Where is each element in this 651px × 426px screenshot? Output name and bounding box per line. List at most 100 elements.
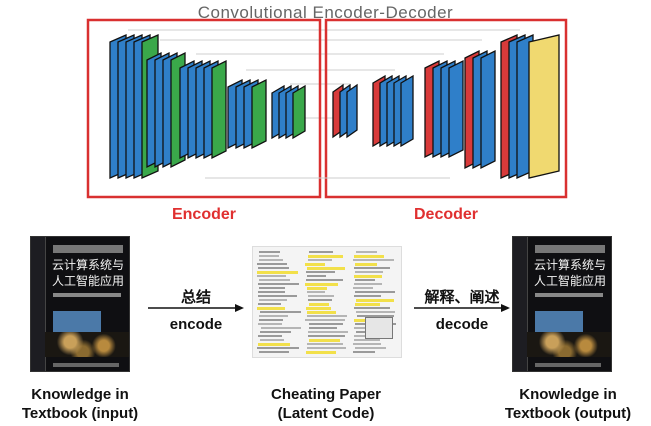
decode-cn-label: 解释、阐述 (424, 289, 500, 306)
paper-line (307, 315, 347, 317)
encode-en-label: encode (169, 316, 223, 333)
paper-line (355, 299, 395, 302)
paper-line (306, 275, 327, 277)
paper-line (306, 291, 325, 293)
network-layers (109, 34, 560, 179)
paper-line (354, 283, 382, 285)
paper-line (305, 307, 332, 310)
paper-line (305, 263, 326, 266)
book-publisher-bar (535, 363, 601, 367)
paper-line (306, 287, 328, 290)
paper-line (305, 271, 336, 273)
encode-arrow (148, 304, 244, 312)
decoder-stage-3-slab-4 (448, 59, 464, 159)
paper-line (353, 255, 385, 258)
paper-line (257, 283, 300, 285)
paper-line (257, 323, 282, 325)
paper-line (308, 331, 349, 333)
paper-line (307, 267, 346, 270)
paper-line (260, 327, 302, 329)
paper-line (355, 291, 395, 293)
latent-caption-line1: Cheating Paper (270, 386, 382, 403)
paper-line (353, 343, 381, 345)
paper-line (306, 351, 336, 354)
paper-line (259, 351, 289, 353)
encoder-label: Encoder (171, 206, 236, 223)
encoder-highlight-box (86, 18, 322, 199)
paper-line (257, 303, 281, 305)
paper-line (259, 251, 280, 253)
decoder-stage-4-slab-3 (480, 49, 496, 170)
paper-line (257, 267, 290, 269)
paper-line (258, 343, 291, 346)
latent-caption-line2: (Latent Code) (277, 405, 375, 422)
input-caption-line1: Knowledge in (31, 386, 129, 403)
book-cover-title: 云计算系统与人工智能应用 (533, 258, 606, 288)
paper-line (257, 347, 300, 349)
paper-line (353, 307, 390, 309)
paper-line (305, 319, 346, 321)
decoder-output-slab (528, 34, 560, 179)
paper-line (353, 259, 395, 261)
paper-line (307, 311, 336, 314)
paper-line (258, 279, 290, 281)
book-subtitle-bar (535, 293, 603, 297)
decoder-stage-2-slab-5 (400, 74, 414, 148)
book-cover-title: 云计算系统与人工智能应用 (51, 258, 124, 288)
paper-line (354, 275, 383, 278)
paper-figure (365, 317, 393, 339)
paper-line (259, 331, 291, 333)
input-textbook-cover: 云计算系统与人工智能应用 (30, 236, 130, 372)
paper-line (353, 295, 382, 297)
paper-line (308, 259, 332, 261)
paper-line (259, 299, 288, 301)
paper-line (257, 271, 298, 274)
output-textbook-cover: 云计算系统与人工智能应用 (512, 236, 612, 372)
output-caption: Knowledge in Textbook (output) (488, 385, 648, 423)
paper-line (259, 339, 285, 341)
paper-line (308, 251, 333, 253)
book-series-bar (535, 245, 605, 253)
paper-line (258, 319, 284, 321)
paper-line (308, 303, 329, 306)
paper-line (306, 347, 346, 349)
paper-line (354, 263, 377, 266)
book-leaves-image (45, 332, 129, 357)
decoder-stage-1-slab-3 (346, 83, 358, 139)
book-publisher-bar (53, 363, 119, 367)
decoder-label: Decoder (413, 206, 479, 223)
paper-line (305, 283, 338, 286)
paper-line (308, 339, 341, 342)
output-caption-line2: Textbook (output) (504, 405, 632, 422)
paper-line (353, 287, 373, 289)
paper-line (259, 255, 279, 257)
book-spine (31, 237, 46, 371)
paper-line (257, 275, 287, 277)
paper-line (355, 303, 380, 306)
paper-line (307, 299, 332, 301)
paper-line (257, 263, 288, 265)
input-caption: Knowledge in Textbook (input) (0, 385, 160, 423)
paper-line (259, 287, 286, 289)
paper-line (355, 347, 386, 349)
latent-caption: Cheating Paper (Latent Code) (246, 385, 406, 423)
paper-line (355, 251, 378, 253)
paper-line (307, 255, 343, 258)
encoder-stage-3-slab-5 (211, 59, 227, 160)
book-spine (513, 237, 528, 371)
paper-line (354, 339, 381, 341)
paper-line (307, 295, 335, 297)
paper-line (355, 279, 376, 281)
paper-line (355, 271, 383, 273)
book-blurb-box (535, 311, 583, 333)
paper-line (306, 343, 343, 345)
encoder-stage-5-slab-4 (292, 84, 306, 140)
paper-line (259, 311, 301, 313)
book-blurb-box (53, 311, 101, 333)
input-caption-line2: Textbook (input) (21, 405, 139, 422)
paper-line (353, 267, 390, 269)
decoder-highlight-box (324, 18, 568, 199)
book-subtitle-bar (53, 293, 121, 297)
encoder-decoder-network-diagram (86, 18, 568, 199)
paper-line (308, 327, 337, 329)
